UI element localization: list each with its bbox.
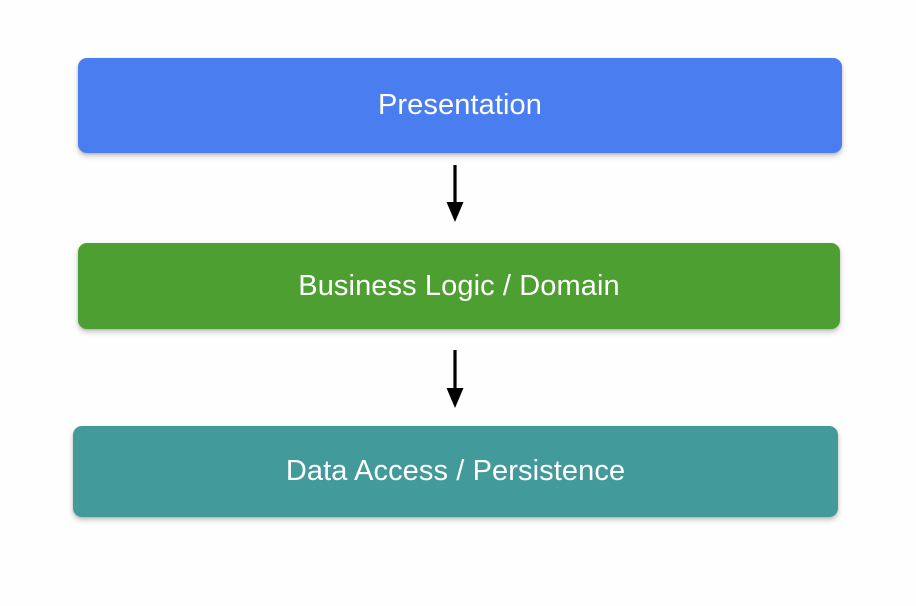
layer-box-presentation[interactable]: Presentation — [78, 58, 842, 153]
layer-label-data-access: Data Access / Persistence — [285, 455, 626, 487]
arrow-business-logic-to-data-access-icon — [446, 350, 464, 408]
layer-box-business-logic[interactable]: Business Logic / Domain — [78, 243, 840, 329]
layer-label-presentation: Presentation — [377, 89, 543, 121]
layer-label-business-logic: Business Logic / Domain — [298, 269, 620, 302]
arrow-presentation-to-business-logic-icon — [446, 165, 464, 222]
layer-box-data-access[interactable]: Data Access / Persistence — [73, 426, 838, 517]
